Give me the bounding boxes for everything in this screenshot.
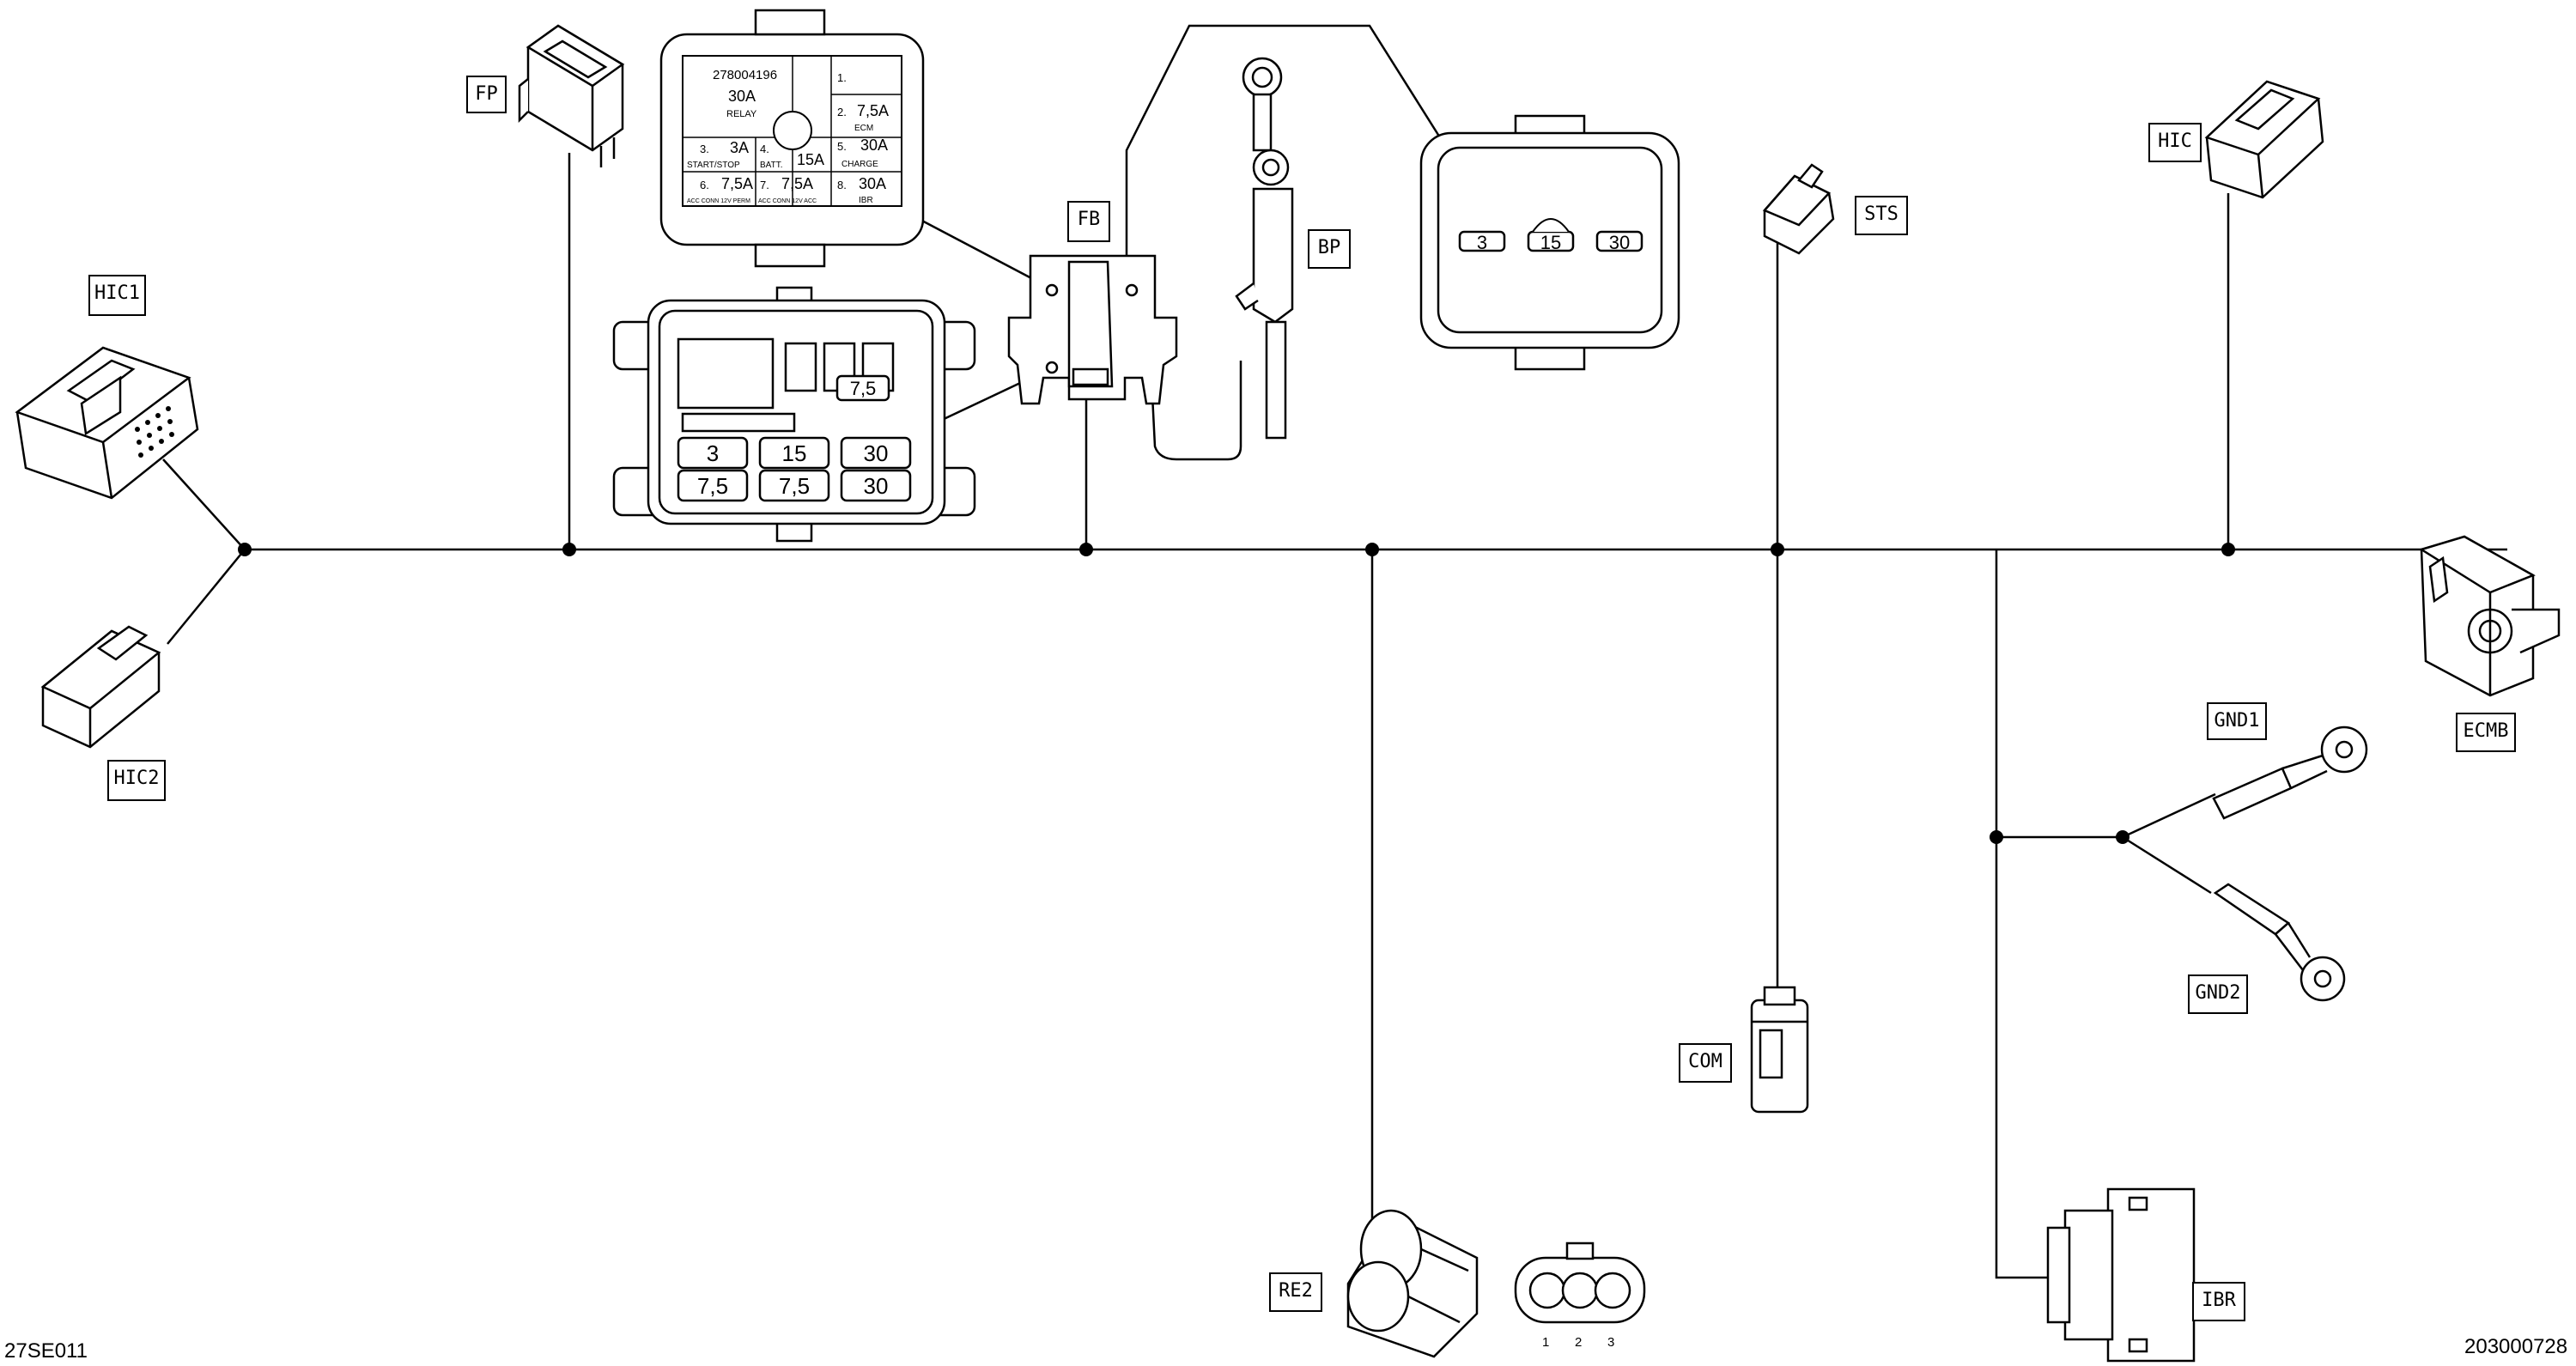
re2-connector (1346, 1209, 1479, 1358)
fuse-holder-values: 3 15 30 (1477, 232, 1630, 253)
com-connector (1750, 986, 1809, 1114)
fuse-slot-num: 4. (760, 143, 769, 155)
re2-pin-number: 1 (1542, 1335, 1550, 1350)
fuse-slot-num: 6. (700, 179, 709, 191)
fuse-value: 30 (864, 440, 889, 466)
label-re2: RE2 (1269, 1272, 1322, 1312)
junction-dot (238, 543, 252, 556)
re2-pin-number: 2 (1575, 1335, 1583, 1350)
fuse-slot-num: 8. (837, 179, 847, 191)
drawing-code-left: 27SE011 (4, 1339, 88, 1363)
junction-dot (1771, 543, 1784, 556)
label-hic: HIC (2148, 123, 2202, 162)
bp-wire (1125, 24, 1444, 288)
junction-dot (1365, 543, 1379, 556)
label-ecmb: ECMB (2456, 713, 2516, 752)
bp-cable (1149, 360, 1242, 461)
fuse-cover-relay-rating: 30A (728, 88, 756, 105)
fuse-slot-rating: 30A (859, 175, 886, 192)
fuse-slot-name: ACC CONN 12V ACC (758, 198, 817, 204)
junction-dot (562, 543, 576, 556)
fuse-value: 7,5 (697, 473, 728, 499)
fuse-cover-relay-label: RELAY (726, 109, 757, 119)
label-sts: STS (1855, 196, 1908, 235)
label-fp: FP (466, 76, 507, 113)
fuse-slot-rating: 7,5A (781, 175, 813, 192)
fuse-slot-rating: 7,5A (857, 102, 889, 119)
fuse-box-cover-text: 278004196 30A RELAY 1. 2. 7,5A ECM 3. 3A… (687, 68, 889, 205)
fuse-slot-num: 2. (837, 106, 847, 118)
gnd2-terminal (2213, 883, 2346, 1002)
fp-connector (518, 24, 625, 167)
fb-bracket (1007, 254, 1178, 405)
fuse-holder (1419, 114, 1680, 371)
label-hic1: HIC1 (88, 275, 146, 316)
fuse-box-open (612, 286, 976, 543)
hic1-wire (162, 458, 246, 550)
fuse-slot-num: 3. (700, 143, 709, 155)
junction-dot (2221, 543, 2235, 556)
fuse-box-open-fuse-values: 3 15 30 7,5 7,5 30 7,5 (697, 378, 889, 499)
fuse-slot-rating: 3A (730, 139, 749, 156)
ibr-wire (1995, 549, 2048, 1279)
fuse-value: 15 (1540, 232, 1561, 253)
junction-dot (1079, 543, 1093, 556)
bp-terminal (1235, 57, 1294, 440)
label-fb: FB (1067, 201, 1110, 242)
fuse-slot-name: BATT. (760, 161, 782, 170)
drawing-code-right: 203000728 (2464, 1335, 2568, 1358)
fuse-cover-part-number: 278004196 (713, 68, 777, 82)
gnd1-terminal (2212, 725, 2368, 820)
label-gnd2: GND2 (2188, 974, 2248, 1014)
fuse-value: 15 (782, 440, 807, 466)
fuse-slot-name: ECM (854, 124, 873, 133)
label-ibr: IBR (2192, 1282, 2245, 1321)
fuse-box-cover (659, 9, 925, 268)
fuse-slot-rating: 15A (797, 151, 824, 168)
fuse-slot-name: ACC CONN 12V PERM (687, 198, 750, 204)
gnd1-wire (2122, 792, 2216, 839)
fuse-slot-num: 5. (837, 140, 847, 153)
fuse-value: 3 (707, 440, 719, 466)
fuse-slot-rating: 7,5A (721, 175, 753, 192)
fuse-slot-rating: 30A (860, 137, 888, 154)
label-bp: BP (1308, 229, 1351, 269)
label-hic2: HIC2 (107, 760, 166, 801)
ecmb-connector (2418, 535, 2561, 697)
label-com: COM (1679, 1043, 1732, 1083)
fuse-value: 7,5 (779, 473, 810, 499)
fuse-slot-name: START/STOP (687, 161, 740, 170)
hic2-wire (167, 549, 246, 645)
fuse-value: 30 (864, 473, 889, 499)
fuse-slot-name: CHARGE (841, 160, 878, 169)
fuse-value: 3 (1477, 232, 1487, 253)
fuse-cover-leader (918, 217, 1050, 289)
junction-dot (2116, 830, 2129, 844)
fuse-slot-num: 7. (760, 179, 769, 191)
fuse-value: 7,5 (850, 378, 877, 399)
fuse-slot-name: IBR (859, 196, 873, 205)
fuse-value: 30 (1609, 232, 1630, 253)
fuse-slot-num: 1. (837, 71, 847, 84)
ibr-connector (2046, 1187, 2196, 1363)
hic1-connector (15, 346, 199, 500)
sts-connector (1762, 163, 1835, 255)
re2-pin-number: 3 (1607, 1335, 1615, 1350)
label-gnd1: GND1 (2207, 702, 2267, 740)
junction-dot (1990, 830, 2003, 844)
re2-face-connector (1514, 1242, 1646, 1324)
gnd2-wire (2122, 835, 2212, 895)
hic2-connector (40, 625, 161, 749)
hic-connector (2204, 80, 2324, 199)
